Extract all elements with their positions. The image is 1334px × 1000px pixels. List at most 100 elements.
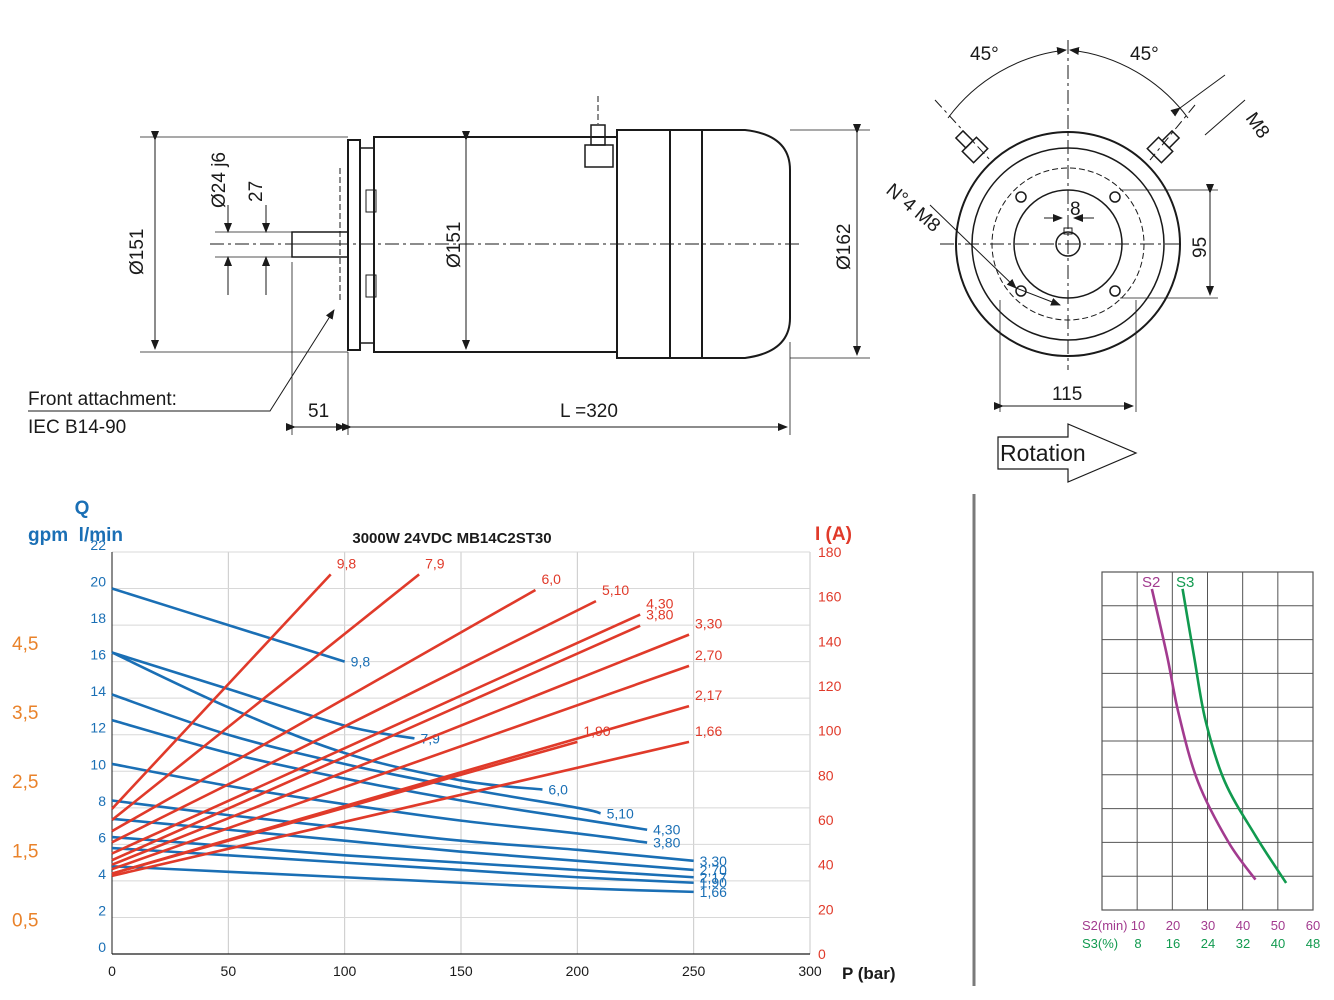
dim-shaft-diameter: Ø24 j6 [209, 152, 230, 208]
performance-chart: 3000W 24VDC MB14C2ST30 Q gpm l/min I (A)… [12, 498, 896, 983]
chart-title: 3000W 24VDC MB14C2ST30 [352, 530, 551, 547]
flow-series-label: 1,66 [700, 884, 727, 900]
y-tick-gpm: 4,5 [12, 634, 38, 655]
dim-body-diameter: Ø151 [444, 222, 465, 268]
current-series-line [111, 599, 597, 844]
duty-s3-tick: 24 [1201, 936, 1215, 951]
dim-key-height: 27 [246, 181, 267, 202]
y-tick-lmin: 2 [98, 902, 106, 918]
duty-s3-tick: 48 [1306, 936, 1320, 951]
duty-s3-tick: 8 [1134, 936, 1141, 951]
front-view-labels: 45° 45° M8 N°4 M8 8 95 115 Rotation [882, 44, 1273, 466]
flow-series-label: 9,8 [351, 654, 371, 670]
current-series-line [111, 740, 578, 875]
duty-s3-axis-label: S3(%) [1082, 936, 1118, 951]
thread-label: M8 [1241, 109, 1273, 143]
duty-series-line [1181, 588, 1288, 884]
dim-rear-diameter: Ø162 [834, 224, 855, 270]
duty-legend-label: S3 [1176, 574, 1194, 591]
current-series-label: 2,17 [695, 687, 722, 703]
flow-series-label: 3,30 [700, 853, 727, 869]
y-tick-current: 0 [818, 946, 826, 962]
current-series-line [111, 613, 641, 855]
y-tick-lmin: 14 [90, 683, 106, 699]
x-tick-label: 300 [798, 963, 822, 979]
flow-series-line [111, 693, 601, 815]
y-tick-current: 180 [818, 544, 842, 560]
current-series-label: 3,80 [646, 607, 673, 623]
x-tick-label: 100 [333, 963, 357, 979]
flow-series-line [111, 587, 346, 663]
dim-width: 115 [1052, 384, 1082, 405]
current-series-label: 9,8 [337, 555, 357, 571]
current-series-line [111, 588, 537, 833]
flow-series-line [111, 864, 694, 894]
y-axis-q-label: Q [75, 498, 90, 519]
holes-label: N°4 M8 [882, 180, 944, 237]
x-tick-label: 150 [449, 963, 473, 979]
duty-s2-tick: 60 [1306, 918, 1320, 933]
current-series-label: 1,66 [695, 723, 722, 739]
dim-total-length: L =320 [560, 401, 618, 422]
duty-s2-tick: 50 [1271, 918, 1285, 933]
y-tick-gpm: 3,5 [12, 703, 38, 724]
y-tick-lmin: 16 [90, 647, 106, 663]
dim-angle-left: 45° [970, 44, 999, 65]
y-tick-gpm: 1,5 [12, 841, 38, 862]
x-tick-label: 250 [682, 963, 706, 979]
duty-s2-tick: 30 [1201, 918, 1215, 933]
duty-grid [1101, 571, 1314, 911]
flow-series-label: 2,17 [700, 869, 727, 885]
current-series-label: 1,90 [583, 723, 610, 739]
y-tick-current: 140 [818, 633, 842, 649]
current-series-line [111, 633, 690, 866]
duty-legend-label: S2 [1142, 574, 1160, 591]
current-series-line [111, 740, 690, 878]
current-series-label: 4,30 [646, 596, 673, 612]
y-tick-lmin: 6 [98, 829, 106, 845]
current-series-label: 6,0 [541, 571, 561, 587]
y-tick-lmin: 10 [90, 756, 106, 772]
y-tick-lmin: 20 [90, 574, 106, 590]
x-tick-label: 0 [108, 963, 116, 979]
y-tick-current: 40 [818, 857, 834, 873]
current-series-line [111, 664, 690, 871]
current-series-line [111, 624, 641, 862]
duty-s3-tick: 32 [1236, 936, 1250, 951]
duty-series-line [1150, 588, 1257, 881]
flow-series-line [111, 718, 648, 832]
y-axis-current-label: I (A) [815, 524, 852, 545]
front-view [929, 40, 1246, 483]
current-series-line [111, 573, 332, 810]
y-tick-current: 100 [818, 723, 842, 739]
flow-series-label: 3,80 [653, 835, 680, 851]
x-axis-label: P (bar) [842, 964, 896, 983]
y-tick-lmin: 0 [98, 939, 106, 955]
duty-s2-tick: 20 [1166, 918, 1180, 933]
current-series-label: 5,10 [602, 582, 629, 598]
duty-s2-axis-label: S2(min) [1082, 918, 1128, 933]
flow-series-label: 6,0 [548, 782, 568, 798]
duty-s3-tick: 40 [1271, 936, 1285, 951]
y-tick-current: 160 [818, 589, 842, 605]
y-tick-lmin: 18 [90, 610, 106, 626]
front-attachment-label: Front attachment: [28, 389, 177, 410]
flow-series-label: 2,70 [700, 862, 727, 878]
current-series-line [111, 573, 420, 822]
y-tick-lmin: 22 [90, 537, 106, 553]
dim-height: 95 [1190, 237, 1211, 258]
current-series-label: 7,9 [425, 555, 445, 571]
flow-series-label: 4,30 [653, 822, 680, 838]
y-tick-gpm: 0,5 [12, 910, 38, 931]
duty-s2-tick: 40 [1236, 918, 1250, 933]
dim-shaft-length: 51 [308, 401, 329, 422]
side-view-labels: Ø151 Ø24 j6 27 Ø151 Ø162 Front attachmen… [28, 152, 855, 438]
y-tick-lmin: 4 [98, 866, 106, 882]
flow-series-line [111, 846, 694, 885]
duty-s3-tick: 16 [1166, 936, 1180, 951]
rotation-label: Rotation [1000, 440, 1086, 466]
